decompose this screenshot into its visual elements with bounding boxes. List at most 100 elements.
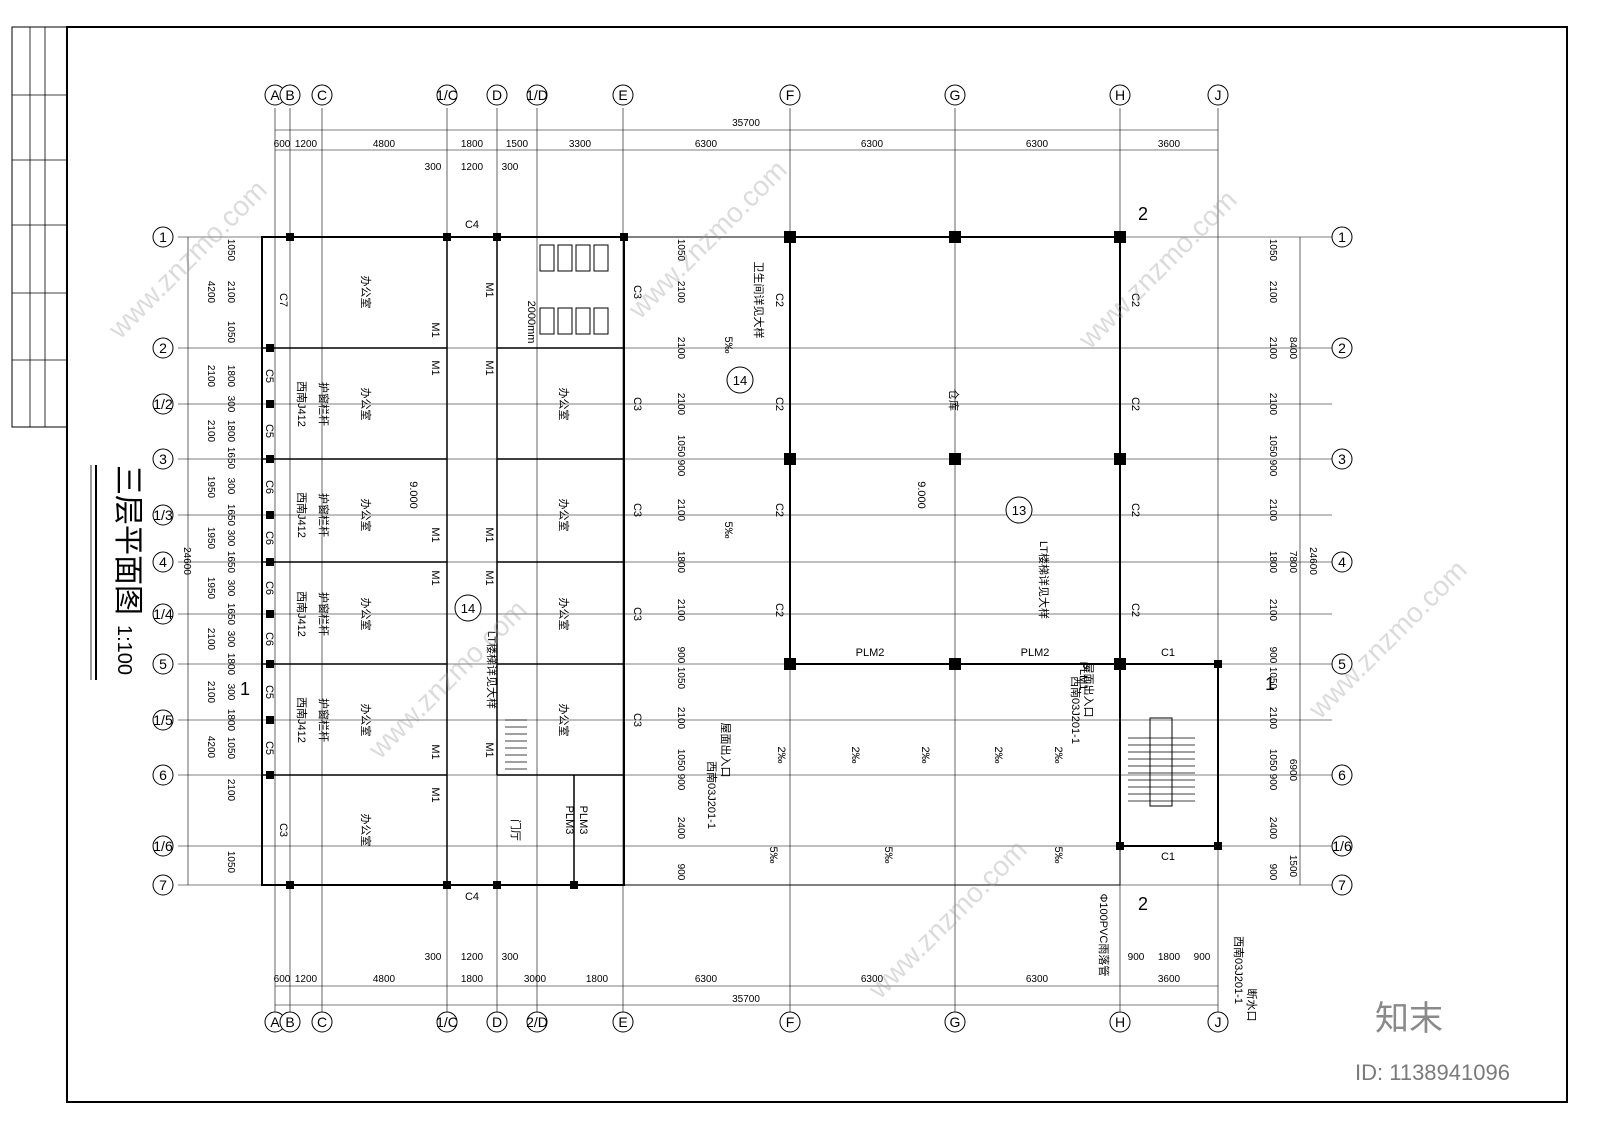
axis-left-2-label: 1/2 bbox=[153, 396, 173, 412]
axis-top-4-circle bbox=[486, 84, 508, 106]
stair-note-small: LT楼梯详见大样 bbox=[485, 631, 499, 709]
detail-circle-0 bbox=[726, 366, 754, 394]
dim-top-seg-9: 3600 bbox=[1158, 139, 1181, 150]
small-column-5 bbox=[266, 400, 274, 408]
dim-left-mid-7: 2100 bbox=[205, 681, 216, 704]
dim-left-fine-15: 300 bbox=[225, 684, 236, 701]
detail-circle-2 bbox=[454, 594, 482, 622]
axis-right-0-circle bbox=[1331, 226, 1353, 248]
handrail-3: 护窗栏杆 bbox=[317, 698, 331, 742]
dim-mid-fine-5: 900 bbox=[675, 460, 686, 477]
win-c2-w-1: C2 bbox=[773, 397, 785, 411]
door-m1-4: M1 bbox=[483, 527, 495, 542]
dim-right-fine-8: 2100 bbox=[1267, 599, 1278, 622]
axis-top-9-label: H bbox=[1115, 87, 1125, 103]
roof-ref-2: 西南03J201-1 bbox=[1069, 676, 1082, 744]
watermark-site-1: www.znzmo.com bbox=[102, 174, 273, 345]
dim-left-fine-0: 1050 bbox=[225, 239, 236, 262]
axis-left-10-circle bbox=[152, 835, 174, 857]
small-column-10 bbox=[266, 660, 274, 668]
dim-right-fine-2: 2100 bbox=[1267, 337, 1278, 360]
dim-top-seg-5: 3300 bbox=[569, 139, 592, 150]
toilet-stall-0 bbox=[539, 244, 555, 272]
slope-2-4: 2‰ bbox=[1052, 746, 1064, 763]
dim-mid-fine-9: 900 bbox=[675, 647, 686, 664]
slope-5-0: 5‰ bbox=[722, 336, 734, 353]
office-east-0: 办公室 bbox=[557, 388, 571, 421]
dim-left-fine-7: 300 bbox=[225, 478, 236, 495]
drawing-title: 三层平面图 1:100 bbox=[111, 465, 144, 675]
column-8 bbox=[1114, 658, 1126, 670]
office-west-4: 办公室 bbox=[359, 704, 373, 737]
dim-bottom-seg-9: 3600 bbox=[1158, 974, 1181, 985]
dim-left-fine-5: 1800 bbox=[225, 420, 236, 443]
dim-mid-fine-1: 2100 bbox=[675, 281, 686, 304]
axis-top-10-circle bbox=[1207, 84, 1229, 106]
axis-left-7-circle bbox=[152, 653, 174, 675]
dim-mid-fine-15: 900 bbox=[675, 864, 686, 881]
lobby-label: 门厅 bbox=[509, 819, 523, 841]
small-column-7 bbox=[266, 511, 274, 519]
win-c5-3: C5 bbox=[263, 741, 275, 755]
slope-2-0: 2‰ bbox=[775, 746, 787, 763]
axis-bottom-6-label: E bbox=[618, 1014, 627, 1030]
win-c2-e-1: C2 bbox=[1129, 397, 1141, 411]
axis-left-0-circle bbox=[152, 226, 174, 248]
dim-bottom-seg-0: 600 bbox=[274, 974, 291, 985]
axis-left-11-label: 7 bbox=[159, 877, 167, 893]
axis-right-4-circle bbox=[1331, 653, 1353, 675]
axis-top-6-circle bbox=[612, 84, 634, 106]
dim-left-fine-10: 1650 bbox=[225, 551, 236, 574]
dim-left-fine-11: 300 bbox=[225, 580, 236, 597]
win-c6-1: C6 bbox=[263, 531, 275, 545]
dim-left-mid-6: 2100 bbox=[205, 628, 216, 651]
watermark-site-2: www.znzmo.com bbox=[622, 154, 793, 325]
slope-2-3: 2‰ bbox=[992, 746, 1004, 763]
office-east-2: 办公室 bbox=[557, 598, 571, 631]
dim-left-mid-5: 1950 bbox=[205, 577, 216, 600]
office-west-5: 办公室 bbox=[359, 814, 373, 847]
win-c3-0: C3 bbox=[631, 285, 643, 299]
toilet-stall-1 bbox=[557, 244, 573, 272]
door-m1-1: M1 bbox=[429, 360, 441, 375]
dim-left-mid-8: 4200 bbox=[205, 736, 216, 759]
axis-top-8-label: G bbox=[950, 87, 961, 103]
axis-top-3-circle bbox=[436, 84, 458, 106]
dim-mid-fine-14: 2400 bbox=[675, 817, 686, 840]
door-plm3-b: PLM3 bbox=[577, 806, 589, 835]
dim-right-mid-2: 6900 bbox=[1287, 759, 1298, 782]
dim-left-fine-6: 1650 bbox=[225, 447, 236, 470]
axis-top-0-label: A bbox=[270, 87, 280, 103]
slope-5-3: 5‰ bbox=[882, 846, 894, 863]
win-c6-3: C6 bbox=[263, 632, 275, 646]
dim-right-fine-7: 1800 bbox=[1267, 551, 1278, 574]
column-0 bbox=[784, 231, 796, 243]
axis-top-5-label: 1/D bbox=[526, 87, 548, 103]
drain-label: 断水口 bbox=[1245, 989, 1259, 1022]
toilet-stall-5 bbox=[557, 307, 573, 335]
win-c2-w-2: C2 bbox=[773, 503, 785, 517]
axis-bottom-10-circle bbox=[1207, 1011, 1229, 1033]
win-c3-4: C3 bbox=[631, 713, 643, 727]
axis-top-6-label: E bbox=[618, 87, 627, 103]
win-c5-2: C5 bbox=[263, 685, 275, 699]
win-c4-bottom: C4 bbox=[465, 891, 479, 903]
dim-right-fine-9: 900 bbox=[1267, 647, 1278, 664]
axis-bottom-6-circle bbox=[612, 1011, 634, 1033]
axis-bottom-4-label: D bbox=[492, 1014, 502, 1030]
title-scale: 1:100 bbox=[113, 625, 135, 675]
axis-left-5-circle bbox=[152, 551, 174, 573]
stair bbox=[505, 717, 1195, 807]
title-block bbox=[12, 27, 67, 427]
dim-mid-fine-4: 1050 bbox=[675, 435, 686, 458]
axis-left-4-circle bbox=[152, 504, 174, 526]
elev-office: 9.000 bbox=[407, 481, 419, 509]
axis-bottom-9-label: H bbox=[1115, 1014, 1125, 1030]
toilet-stall-3 bbox=[593, 244, 609, 272]
dim-right-fine-3: 2100 bbox=[1267, 393, 1278, 416]
axis-left-1-label: 2 bbox=[159, 340, 167, 356]
axis-top-8-circle bbox=[944, 84, 966, 106]
win-c2-e-3: C2 bbox=[1129, 603, 1141, 617]
